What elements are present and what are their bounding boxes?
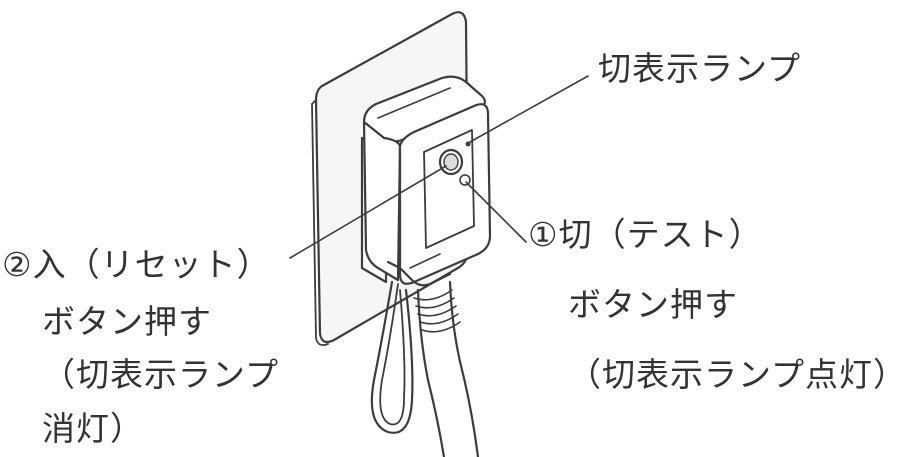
- cord-neck: [386, 253, 452, 287]
- test-leader-line: [465, 181, 527, 243]
- test-button-action: ボタン押す: [568, 285, 738, 324]
- power-cord: [413, 280, 480, 457]
- ground-wire-loop: [370, 280, 414, 434]
- reset-leader-line: [289, 165, 447, 259]
- indicator-lamp: [465, 141, 471, 147]
- reset-button-action: ボタン押す: [42, 302, 212, 341]
- test-button: [438, 148, 464, 176]
- leader-lines: [289, 75, 589, 259]
- test-button-note: （切表示ランプ点灯）: [568, 355, 906, 394]
- leakage-breaker-body: [362, 75, 492, 285]
- test-button-label: ①切（テスト）: [528, 215, 763, 254]
- lamp-leader-line: [469, 75, 589, 143]
- reset-button-label: ②入（リセット）: [2, 245, 271, 284]
- lamp-label: 切表示ランプ: [598, 49, 802, 88]
- reset-button-note-line1: （切表示ランプ: [42, 355, 280, 394]
- reset-button-note-line2: 消灯）: [42, 409, 144, 448]
